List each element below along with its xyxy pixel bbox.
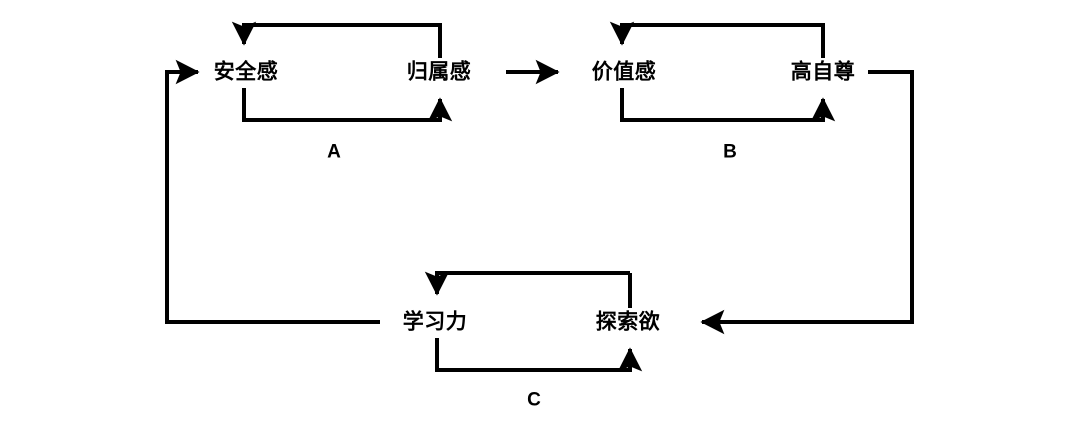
node-worth: 价值感: [591, 60, 657, 84]
edge-worth-to-selfesteem: [620, 88, 836, 122]
edge-curiosity-to-learning: [424, 271, 630, 296]
edge-learning-to-curiosity: [435, 338, 643, 372]
node-security: 安全感: [213, 60, 279, 84]
edge-selfesteem-to-curiosity: [700, 70, 914, 335]
edge-belonging-to-security: [231, 21, 442, 58]
group-label-c: C: [527, 389, 541, 411]
edge-selfesteem-to-worth: [609, 21, 825, 58]
group-label-a: A: [327, 141, 341, 163]
node-learning: 学习力: [402, 310, 468, 334]
node-self-esteem: 高自尊: [790, 60, 856, 84]
edge-learning-to-security: [165, 59, 380, 324]
node-curiosity: 探索欲: [595, 310, 661, 334]
group-label-b: B: [723, 141, 737, 163]
node-belonging: 归属感: [406, 60, 472, 84]
edge-security-to-belonging: [242, 88, 453, 122]
